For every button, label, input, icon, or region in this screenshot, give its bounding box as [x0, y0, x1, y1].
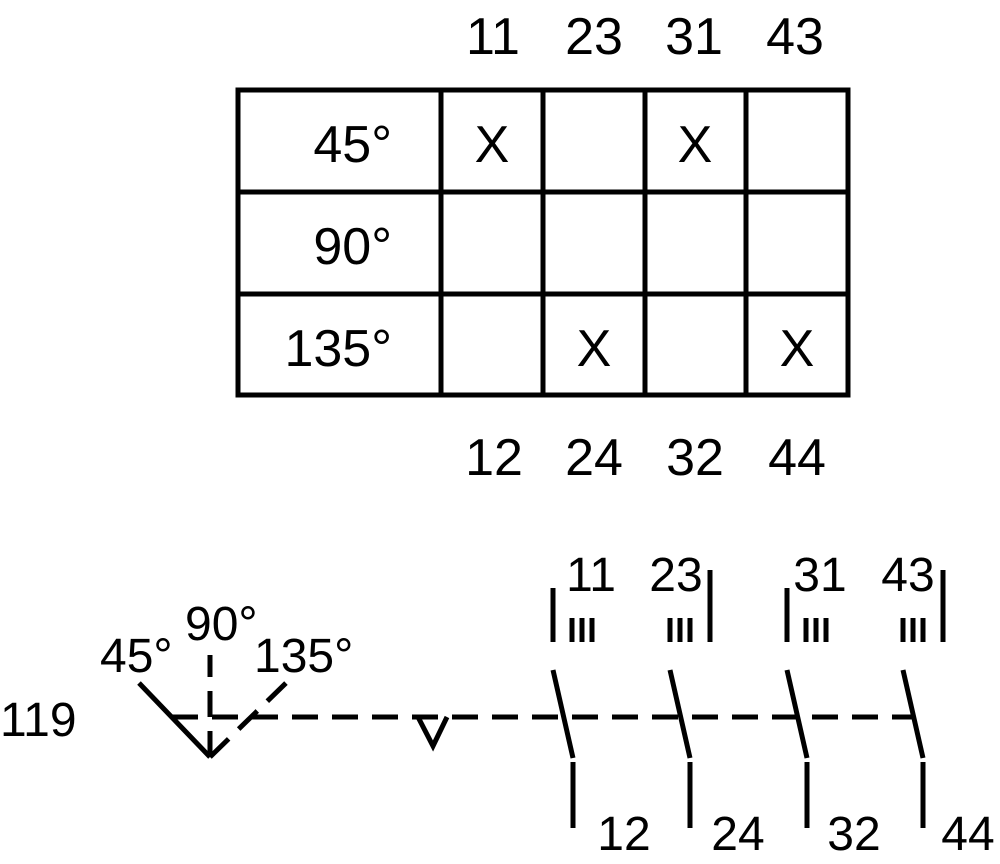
- row-angle-label: 45°: [313, 116, 392, 174]
- contact-terminal-label: 12: [597, 808, 650, 861]
- bottom-terminal-label: 24: [565, 429, 623, 487]
- switch-id-label: 119: [0, 694, 77, 747]
- top-terminal-label: 23: [565, 8, 623, 66]
- table-cell: X: [577, 320, 612, 378]
- top-terminal-label: 43: [766, 8, 824, 66]
- bottom-terminal-label: 32: [666, 429, 724, 487]
- switching-table: 11 23 31 43 45° 90° 135° X X X X: [235, 8, 851, 487]
- table-grid: [235, 87, 851, 398]
- contact-terminal-label: 31: [793, 549, 846, 602]
- contact-terminal-label: 24: [711, 808, 764, 861]
- contact-terminal-label: 23: [649, 549, 702, 602]
- bottom-terminal-label: 12: [465, 429, 523, 487]
- position-label: 135°: [254, 630, 353, 683]
- contact-terminal-label: 43: [881, 549, 934, 602]
- contact-11-12: 11 12: [550, 549, 651, 861]
- row-angle-label: 90°: [313, 218, 392, 276]
- table-cell: X: [475, 116, 510, 174]
- detent-notch: [415, 715, 450, 752]
- contact-terminal-label: 11: [566, 549, 616, 602]
- contact-terminal-label: 32: [827, 808, 880, 861]
- contact-31-32: 31 32: [784, 549, 881, 861]
- contact-23-24: 23 24: [649, 549, 764, 861]
- position-label: 45°: [100, 630, 173, 683]
- top-terminal-label: 31: [665, 8, 723, 66]
- top-terminal-label: 11: [466, 8, 520, 66]
- contact-43-44: 43 44: [881, 549, 994, 861]
- table-cell: X: [678, 116, 713, 174]
- table-cell: X: [780, 320, 815, 378]
- contact-terminal-label: 44: [941, 808, 994, 861]
- contact-schematic: 119 45° 90° 135° 11 12: [0, 549, 995, 861]
- rotary-operator-symbol: [137, 655, 288, 759]
- position-label: 90°: [185, 598, 258, 651]
- row-angle-label: 135°: [284, 320, 392, 378]
- bottom-terminal-label: 44: [768, 429, 826, 487]
